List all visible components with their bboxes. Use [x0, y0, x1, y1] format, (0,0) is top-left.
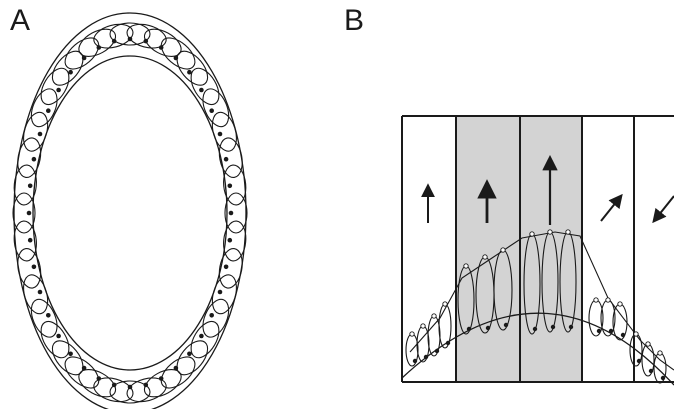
loop-dot	[28, 238, 33, 243]
arrow-diagonal-up-column-4	[601, 196, 621, 221]
loop-dot	[187, 352, 192, 357]
loop-dot	[209, 313, 214, 318]
loop-node-top	[658, 351, 662, 355]
loop-dot	[28, 184, 33, 189]
loop-dot	[435, 349, 439, 353]
loop-dot	[661, 376, 665, 380]
inner-ring	[33, 56, 227, 370]
loop-dot	[218, 290, 223, 295]
loop-node-top	[548, 230, 552, 234]
loop-dot	[224, 157, 229, 162]
loop	[35, 64, 74, 110]
loop-node-top	[410, 332, 414, 336]
loop-node-top	[646, 342, 650, 346]
loop-dot	[649, 369, 653, 373]
loop-dot	[56, 334, 61, 339]
loop	[185, 317, 224, 363]
loop-node-top	[594, 298, 598, 302]
loop	[156, 351, 201, 394]
loop	[35, 317, 74, 363]
loop-dot	[68, 70, 73, 75]
loop-dot	[467, 327, 471, 331]
loop-node-top	[634, 332, 638, 336]
loop-dot	[32, 265, 37, 270]
loop	[60, 351, 105, 394]
loop-dot	[228, 238, 233, 243]
loop-dot	[229, 211, 234, 216]
loop-dot	[27, 211, 32, 216]
loop-dot	[224, 265, 229, 270]
loop	[19, 272, 52, 317]
loop-dot	[199, 88, 204, 93]
loop-dot	[621, 333, 625, 337]
loop-dot	[413, 359, 417, 363]
loop-node-top	[464, 264, 468, 268]
loop-dot	[446, 341, 450, 345]
loop-node-top	[432, 314, 436, 318]
loop	[140, 24, 186, 63]
loop-node-top	[618, 302, 622, 306]
loop-dot	[209, 108, 214, 113]
loop-dot	[504, 323, 508, 327]
loop-node-top	[530, 232, 534, 236]
loop	[156, 32, 201, 75]
loop	[208, 109, 241, 154]
loop	[208, 272, 241, 317]
loop-dot	[46, 313, 51, 318]
loop-node-top	[566, 230, 570, 234]
loop-dot	[637, 359, 641, 363]
loop-dot	[609, 329, 613, 333]
loop-node-top	[606, 298, 610, 302]
panel-b-column-diagram	[402, 116, 674, 385]
loop-dot	[38, 132, 43, 137]
arrow-diagonal-down-column-5	[654, 196, 674, 221]
loop	[185, 64, 224, 110]
loop	[19, 109, 52, 154]
loop-node-top	[443, 302, 447, 306]
loop-node-top	[501, 248, 505, 252]
loop-dot	[56, 88, 61, 93]
shaded-band-2	[520, 116, 582, 382]
loop-dot	[218, 132, 223, 137]
loop-dot	[551, 325, 555, 329]
loop-dot	[32, 157, 37, 162]
shaded-band-1	[456, 116, 520, 382]
loop	[74, 364, 120, 403]
loop-dot	[486, 326, 490, 330]
loop-node-top	[421, 324, 425, 328]
loop-dot	[228, 184, 233, 189]
loop-dot	[597, 329, 601, 333]
loop-dot	[46, 108, 51, 113]
loop	[60, 32, 105, 75]
loop-dot	[38, 290, 43, 295]
loop-dot	[569, 325, 573, 329]
loop-dot	[199, 334, 204, 339]
panel-a-ring-diagram	[12, 13, 247, 409]
loop-dot	[424, 355, 428, 359]
loop-node-top	[483, 255, 487, 259]
loop-dot	[533, 327, 537, 331]
